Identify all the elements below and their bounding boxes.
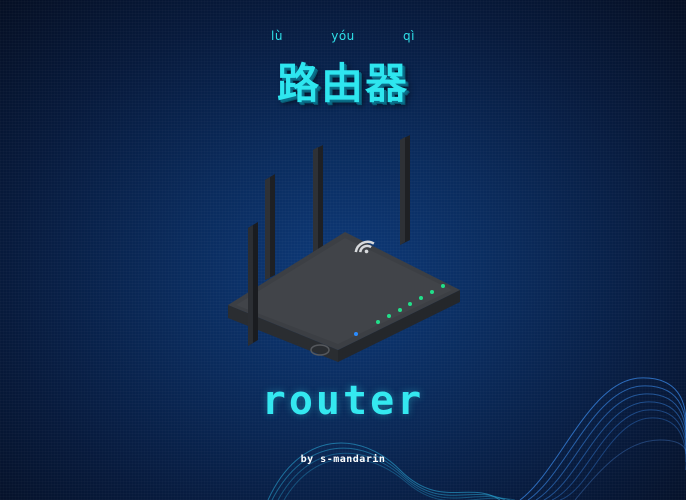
pinyin-syllable: qì <box>403 29 415 43</box>
pinyin-row: lù yóu qì <box>0 29 686 43</box>
status-leds <box>354 284 445 336</box>
credit-text: by s-mandarin <box>300 454 386 465</box>
power-button <box>310 344 330 356</box>
wifi-icon <box>354 240 375 254</box>
english-word: router <box>261 378 425 424</box>
pinyin-syllable: lù <box>271 29 283 43</box>
chinese-word: 路由器 <box>276 59 409 108</box>
pinyin-syllable: yóu <box>331 29 355 43</box>
